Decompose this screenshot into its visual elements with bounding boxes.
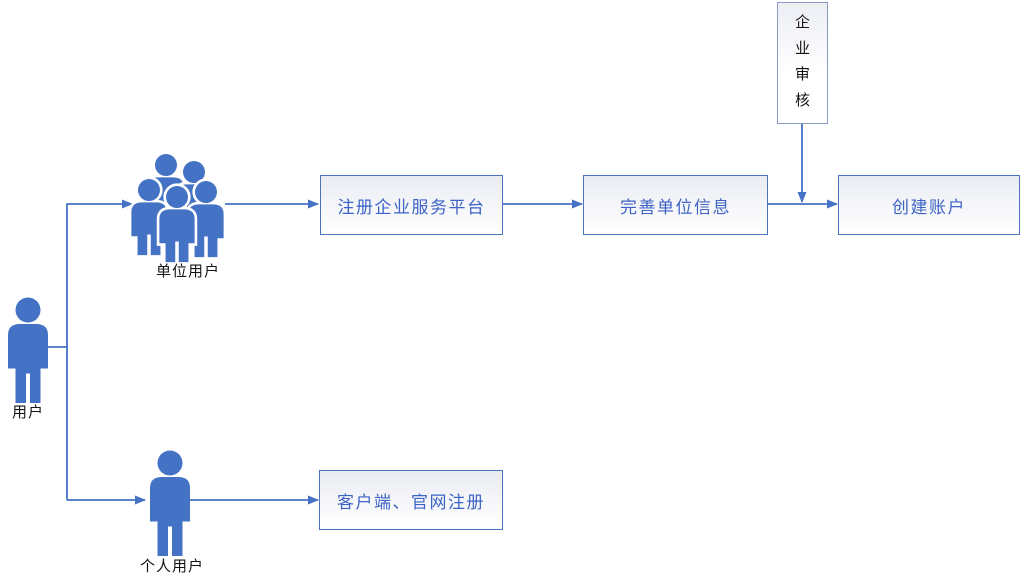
node-client-web-register: 客户端、官网注册 <box>319 470 503 530</box>
personal-user-person-icon <box>150 450 190 556</box>
node-register-platform: 注册企业服务平台 <box>320 175 503 235</box>
flow-connectors <box>48 124 838 505</box>
node-complete-org-info: 完善单位信息 <box>583 175 768 235</box>
node-enterprise-review: 企业审核 <box>777 2 828 124</box>
personal-user-label: 个人用户 <box>139 558 204 575</box>
user-person-icon <box>8 297 48 403</box>
user-label: 用户 <box>11 404 44 421</box>
org-users-group-icon <box>131 154 223 262</box>
org-user-label: 单位用户 <box>155 263 220 280</box>
connector-branch-to-org-user <box>66 199 133 500</box>
node-create-account: 创建账户 <box>838 175 1020 235</box>
enterprise-review-label: 企业审核 <box>794 14 810 109</box>
